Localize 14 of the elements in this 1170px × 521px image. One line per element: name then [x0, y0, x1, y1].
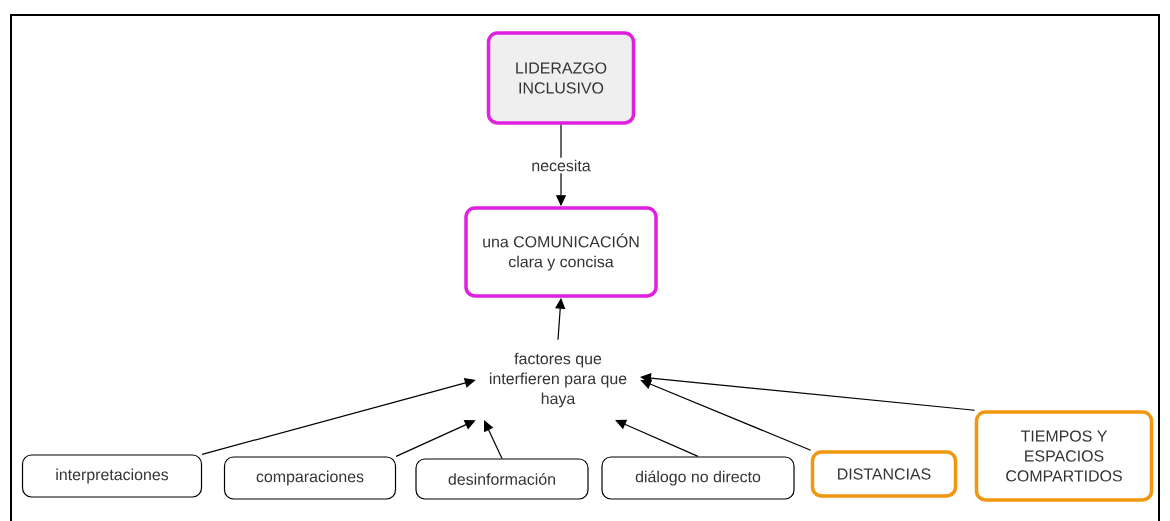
factor-box: TIEMPOS Y ESPACIOS COMPARTIDOS: [974, 410, 1154, 502]
factor-box: diálogo no directo: [601, 456, 795, 500]
factor-box: comparaciones: [223, 456, 397, 500]
edge-label: necesita: [529, 157, 593, 174]
concept-box: una COMUNICACIÓN clara y concisa: [464, 206, 658, 298]
arrow: [484, 420, 503, 459]
factor-box: DISTANCIAS: [810, 450, 958, 498]
concept-box: LIDERAZGO INCLUSIVO: [486, 31, 636, 125]
arrow: [640, 379, 812, 451]
factor-box: desinformación: [415, 458, 589, 500]
factor-box: interpretaciones: [21, 454, 203, 498]
arrow: [395, 420, 476, 457]
linking-phrase: factores que interfieren para que haya: [489, 352, 627, 408]
arrow: [615, 419, 699, 457]
